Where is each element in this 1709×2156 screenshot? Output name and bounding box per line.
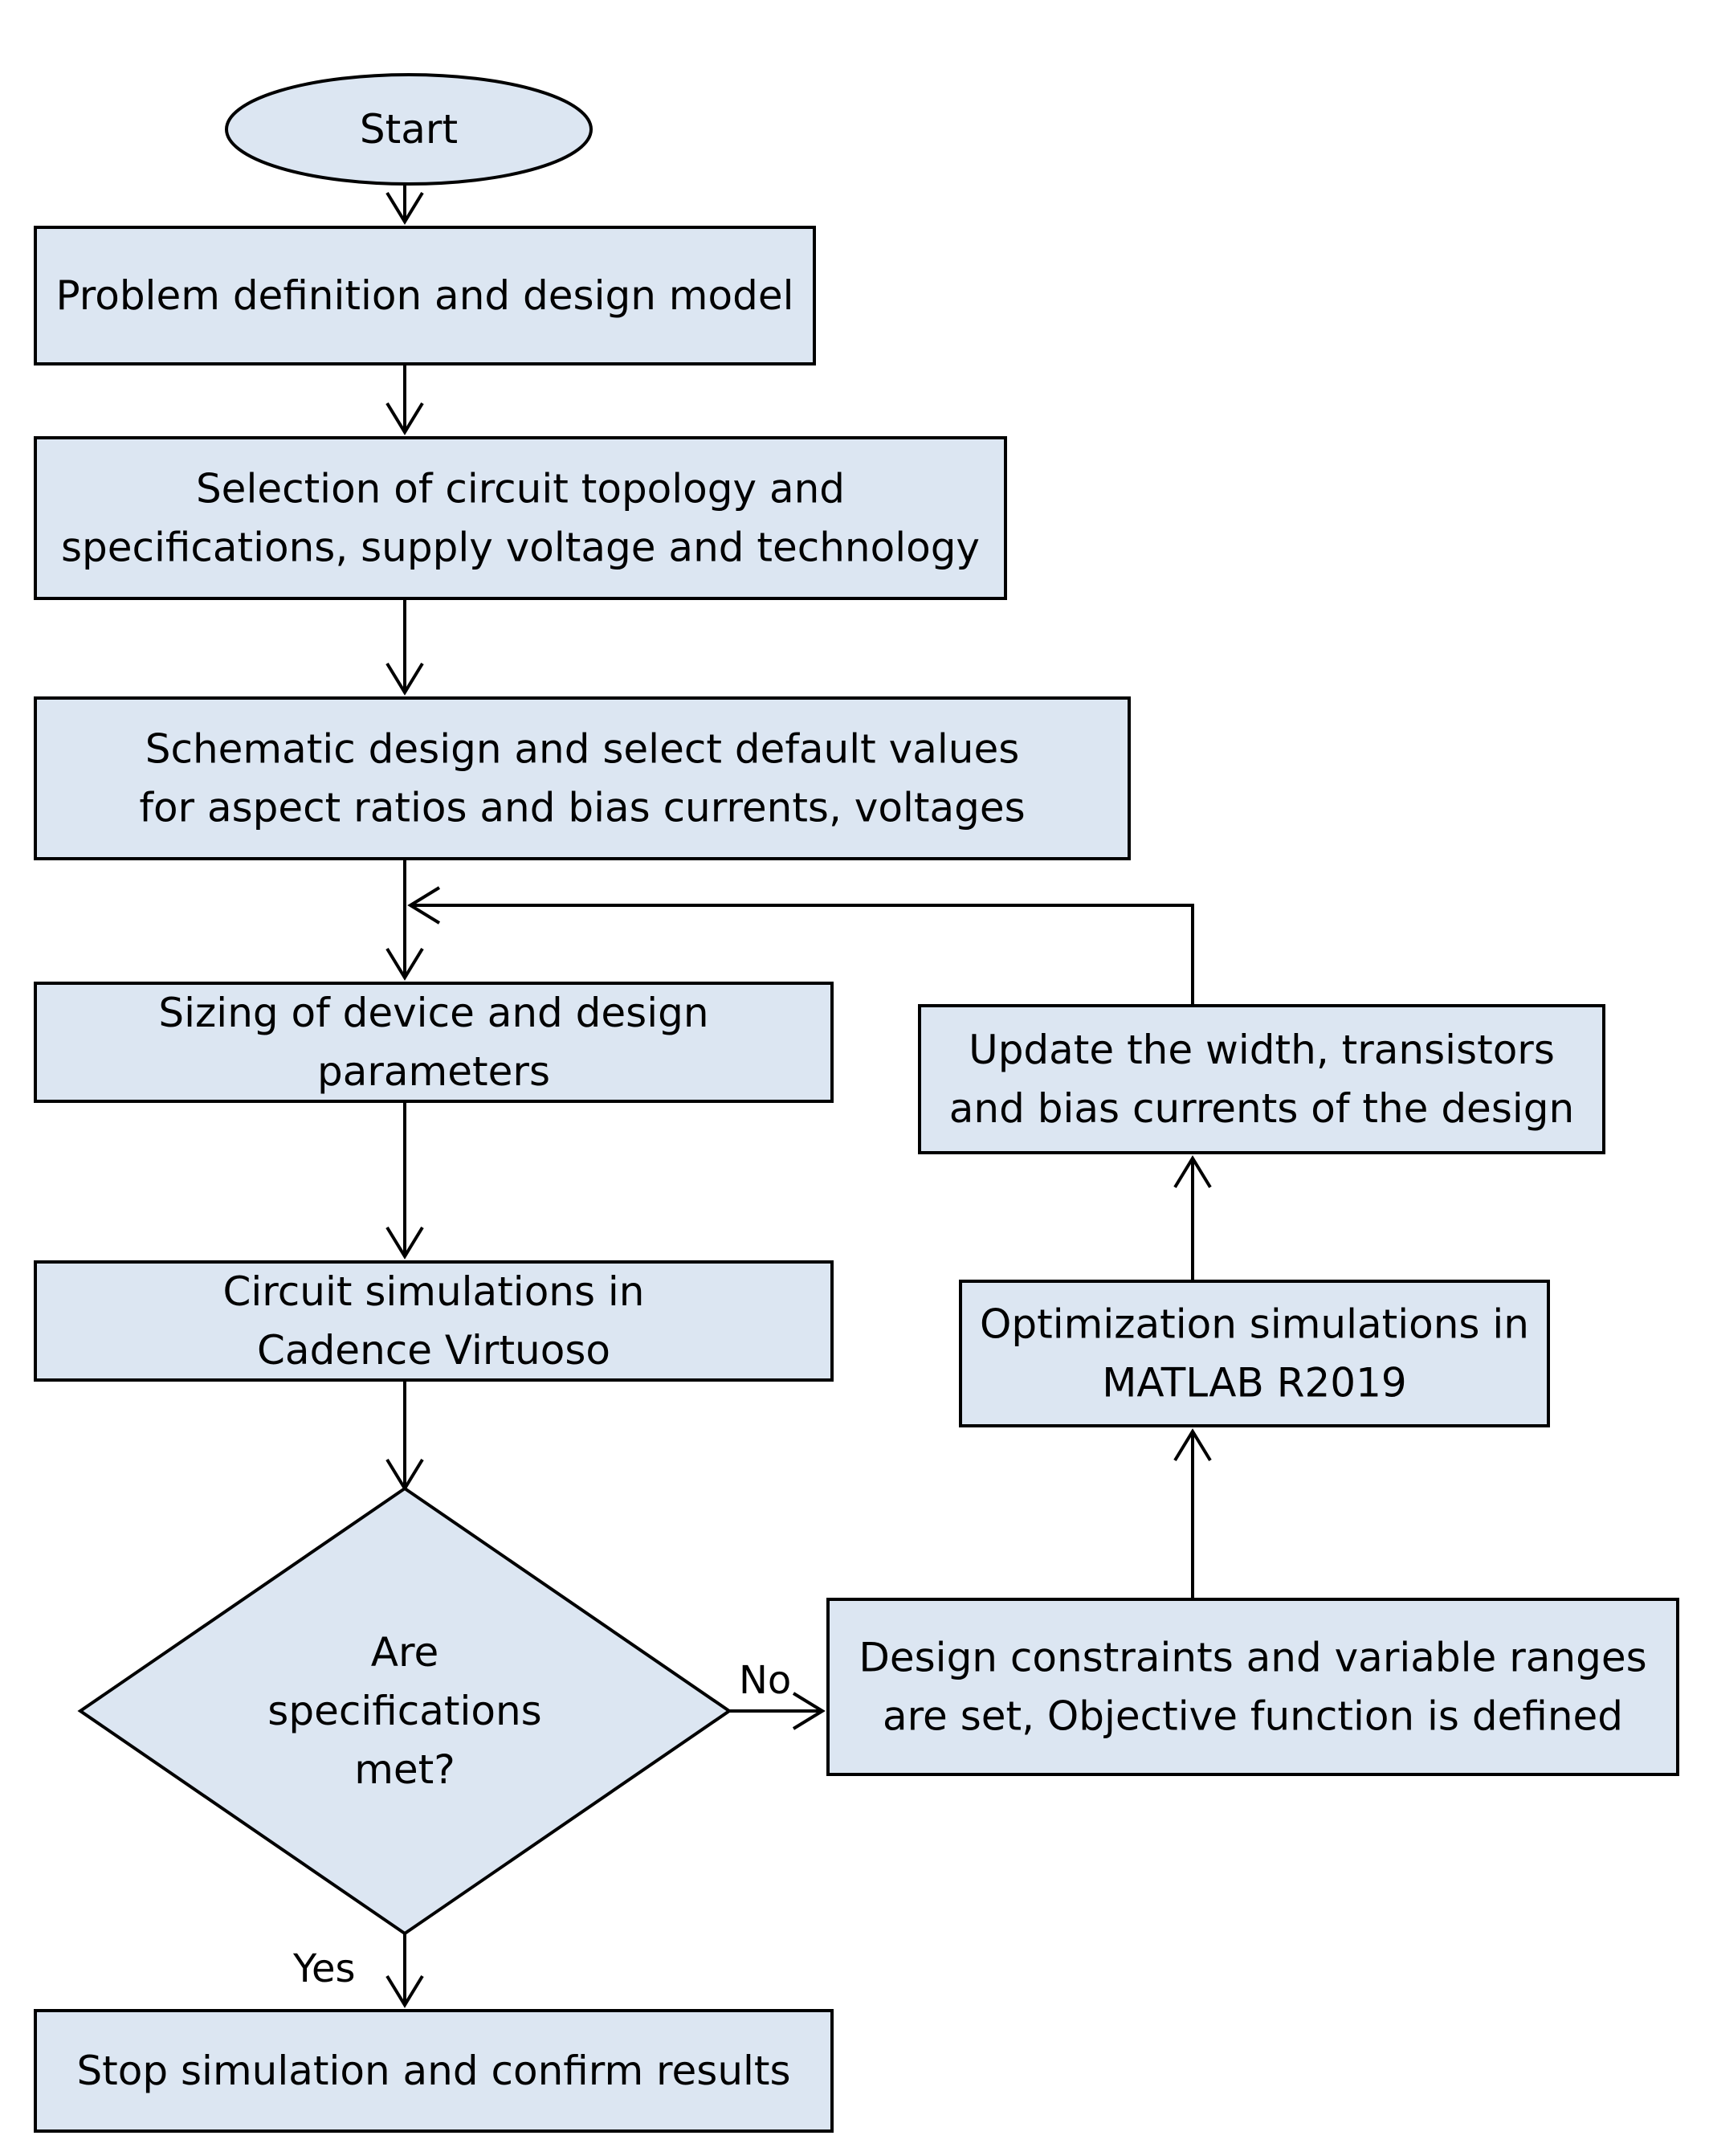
node-label-line: for aspect ratios and bias currents, vol… [139, 785, 1025, 831]
arrowhead [792, 1692, 826, 1730]
arrowhead [385, 191, 424, 225]
arrowhead [385, 947, 424, 981]
node-label-line: and bias currents of the design [949, 1085, 1574, 1132]
process-box [34, 436, 1007, 600]
node-label-line: Stop simulation and confirm results [76, 2048, 790, 2094]
node-label-line: Circuit simulations in [223, 1268, 645, 1315]
edge-sizing-to-circuit_sim [385, 1101, 424, 1260]
edge-label-no: No [739, 1658, 791, 1703]
arrowhead [1173, 1155, 1212, 1189]
node-selection: Selection of circuit topology and specifi… [34, 436, 1007, 600]
edge-optimization-to-update [1173, 1155, 1212, 1281]
arrowhead [385, 1226, 424, 1260]
node-stop: Stop simulation and confirm results [34, 2009, 834, 2133]
node-circuit-sim: Circuit simulations in Cadence Virtuoso [34, 1260, 834, 1382]
process-box [918, 1004, 1605, 1154]
edge-decision-to-stop [385, 1933, 424, 2008]
process-box [34, 696, 1131, 860]
node-label-line: Cadence Virtuoso [257, 1327, 610, 1374]
edge-label-yes: Yes [292, 1946, 355, 1991]
process-box [959, 1280, 1550, 1427]
process-box [34, 226, 816, 365]
node-label-line: Start [360, 106, 458, 153]
arrowhead [385, 662, 424, 696]
arrowhead [1173, 1428, 1212, 1462]
connector-line [410, 904, 1194, 1006]
terminator-shape [225, 73, 593, 186]
node-label-line: Update the width, transistors [969, 1027, 1555, 1073]
node-label-line: specifications [267, 1688, 541, 1734]
process-box [34, 982, 834, 1103]
arrowhead [407, 886, 441, 925]
node-problem: Problem definition and design model [34, 226, 816, 365]
node-decision: Are specifications met? [77, 1486, 732, 1936]
node-label-line: Design constraints and variable ranges [859, 1635, 1646, 1681]
edge-schematic-to-sizing [385, 859, 424, 981]
arrowhead [385, 1974, 424, 2008]
node-label-line: Selection of circuit topology and [196, 466, 845, 512]
node-label-line: Are [371, 1629, 438, 1676]
node-label-line: Optimization simulations in [980, 1301, 1529, 1348]
node-label-line: Problem definition and design model [56, 272, 794, 319]
node-label-line: Schematic design and select default valu… [145, 726, 1020, 773]
edge-decision-to-constraints [729, 1692, 826, 1730]
node-start: Start [225, 73, 593, 186]
node-label-line: are set, Objective function is defined [883, 1693, 1623, 1740]
edge-constraints-to-optimization [1173, 1428, 1212, 1599]
node-label-line: parameters [317, 1048, 550, 1095]
node-label-line: specifications, supply voltage and techn… [61, 525, 980, 571]
decision-shape [77, 1486, 732, 1936]
node-constraints: Design constraints and variable ranges ar… [826, 1598, 1679, 1776]
edge-problem-to-selection [385, 364, 424, 435]
node-label-line: MATLAB R2019 [1102, 1360, 1406, 1407]
node-label-line: met? [354, 1746, 455, 1793]
arrowhead [385, 402, 424, 435]
node-label-line: Sizing of device and design [158, 990, 708, 1036]
edge-circuit_sim-to-decision [385, 1380, 424, 1492]
process-box [826, 1598, 1679, 1776]
edge-selection-to-schematic [385, 598, 424, 696]
edge-update-to-sizing [407, 886, 1194, 1006]
node-optimization: Optimization simulations in MATLAB R2019 [959, 1280, 1550, 1427]
edges-layer [385, 129, 1212, 2008]
process-box [34, 1260, 834, 1382]
process-box [34, 2009, 834, 2133]
node-sizing: Sizing of device and design parameters [34, 982, 834, 1103]
node-update: Update the width, transistors and bias cu… [918, 1004, 1605, 1154]
node-schematic: Schematic design and select default valu… [34, 696, 1131, 860]
